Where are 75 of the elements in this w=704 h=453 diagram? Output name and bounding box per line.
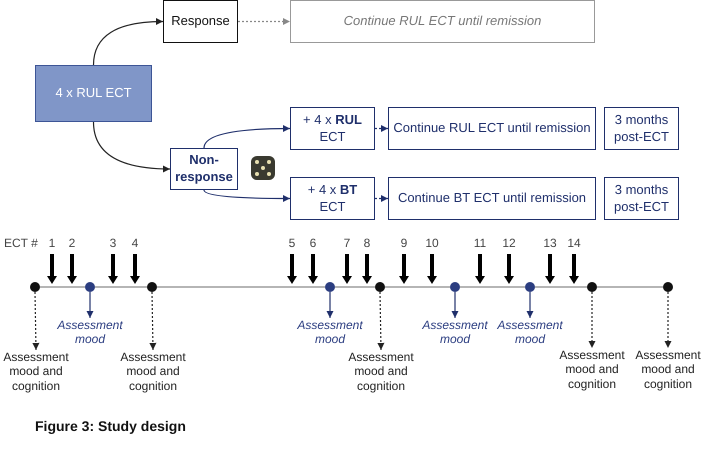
assessment-label: Assessment mood and cognition: [0, 350, 72, 396]
continuation-box: [290, 0, 595, 43]
arrow: [326, 292, 334, 318]
box-text: Continue BT ECT until remission: [396, 190, 588, 207]
outcome-box: [163, 0, 238, 43]
assessment-label: Assessment mood and cognition: [112, 350, 194, 396]
timepoint-dot: [375, 282, 385, 292]
session-number: 7: [342, 236, 352, 250]
treatment-box: [290, 107, 375, 150]
session-number: 10: [424, 236, 440, 250]
box-text: 3 months post-ECT: [613, 112, 670, 146]
timepoint-dot: [85, 282, 95, 292]
arrow: [588, 292, 596, 348]
assessment-label: Assessment mood and cognition: [552, 348, 632, 394]
arrow: [526, 292, 534, 318]
treatment-box: [35, 65, 152, 122]
arrow: [203, 190, 290, 202]
session-number: 8: [362, 236, 372, 250]
timeline-segment: [385, 286, 450, 288]
box-text: Continue RUL ECT until remission: [342, 13, 542, 30]
timeline-segment: [157, 286, 325, 288]
session-number: 5: [288, 236, 296, 250]
assessment-label: Assessment mood and cognition: [632, 348, 704, 394]
timepoint-dot: [30, 282, 40, 292]
treatment-box: [604, 177, 679, 220]
session-number: 4: [130, 236, 140, 250]
timepoint-dot: [147, 282, 157, 292]
timepoint-dot: [525, 282, 535, 292]
timeline-segment: [597, 286, 663, 288]
assessment-label: Assessment mood: [50, 318, 130, 350]
axis-title: ECT #: [4, 236, 38, 250]
figure-caption: Figure 3: Study design: [35, 418, 186, 434]
arrow: [377, 292, 384, 350]
timepoint-dot: [663, 282, 673, 292]
timeline-segment: [535, 286, 587, 288]
timeline-segment: [460, 286, 525, 288]
box-text: Continue RUL ECT until remission: [392, 120, 592, 137]
arrow: [238, 18, 290, 26]
arrow: [86, 292, 94, 318]
session-number: 14: [566, 236, 582, 250]
box-text: 4 x RUL ECT: [54, 85, 133, 102]
box-text: 3 months post-ECT: [613, 182, 670, 216]
session-number: 2: [68, 236, 76, 250]
arrow: [451, 292, 459, 318]
arrow: [375, 194, 388, 202]
treatment-box: [604, 107, 679, 150]
assessment-label: Assessment mood: [290, 318, 370, 350]
arrow: [664, 292, 672, 348]
box-text: + 4 x BT ECT: [306, 182, 358, 216]
arrow: [149, 292, 156, 350]
assessment-label: Assessment mood and cognition: [340, 350, 422, 396]
session-number: 9: [400, 236, 408, 250]
timepoint-dot: [325, 282, 335, 292]
session-number: 13: [542, 236, 558, 250]
box-text: Non-response: [174, 152, 234, 186]
session-number: 6: [308, 236, 318, 250]
box-text: Response: [170, 13, 231, 30]
timepoint-dot: [450, 282, 460, 292]
session-number: 3: [108, 236, 118, 250]
arrow: [203, 124, 290, 148]
timepoint-dot: [587, 282, 597, 292]
treatment-box: [388, 107, 596, 150]
session-number: 11: [472, 236, 488, 250]
arrow: [92, 122, 170, 172]
box-text: + 4 x RUL ECT: [302, 112, 363, 146]
session-number: 12: [501, 236, 517, 250]
treatment-box: [290, 177, 375, 220]
timeline-segment: [95, 286, 147, 288]
arrow: [92, 18, 164, 66]
arrow: [375, 124, 388, 132]
arrow: [32, 292, 40, 350]
timeline-segment: [335, 286, 375, 288]
treatment-box: [388, 177, 596, 220]
session-number: 1: [48, 236, 56, 250]
timeline-segment: [40, 286, 85, 288]
